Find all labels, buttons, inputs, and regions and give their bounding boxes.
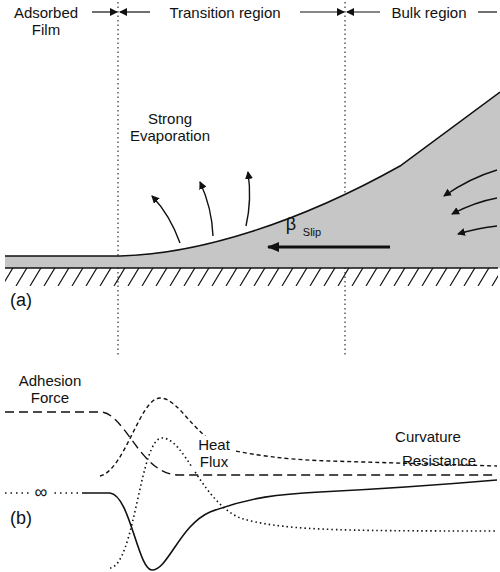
slip-subscript: Slip xyxy=(297,226,327,239)
panel-label: (b) xyxy=(4,508,38,529)
panel-label: (a) xyxy=(4,290,38,311)
infinity-symbol: ∞ xyxy=(30,482,52,503)
region-label: Adsorbed Film xyxy=(4,4,88,38)
curve-label: Heat Flux xyxy=(192,436,236,470)
slip-symbol: β xyxy=(283,214,299,235)
region-label: Transition region xyxy=(152,4,298,21)
process-label: Strong Evaporation xyxy=(116,110,224,144)
curve-label: Adhesion Force xyxy=(2,372,98,406)
region-label: Bulk region xyxy=(382,4,476,21)
curve-label: Resistance xyxy=(396,452,482,469)
curve-label: Curvature xyxy=(388,428,468,445)
